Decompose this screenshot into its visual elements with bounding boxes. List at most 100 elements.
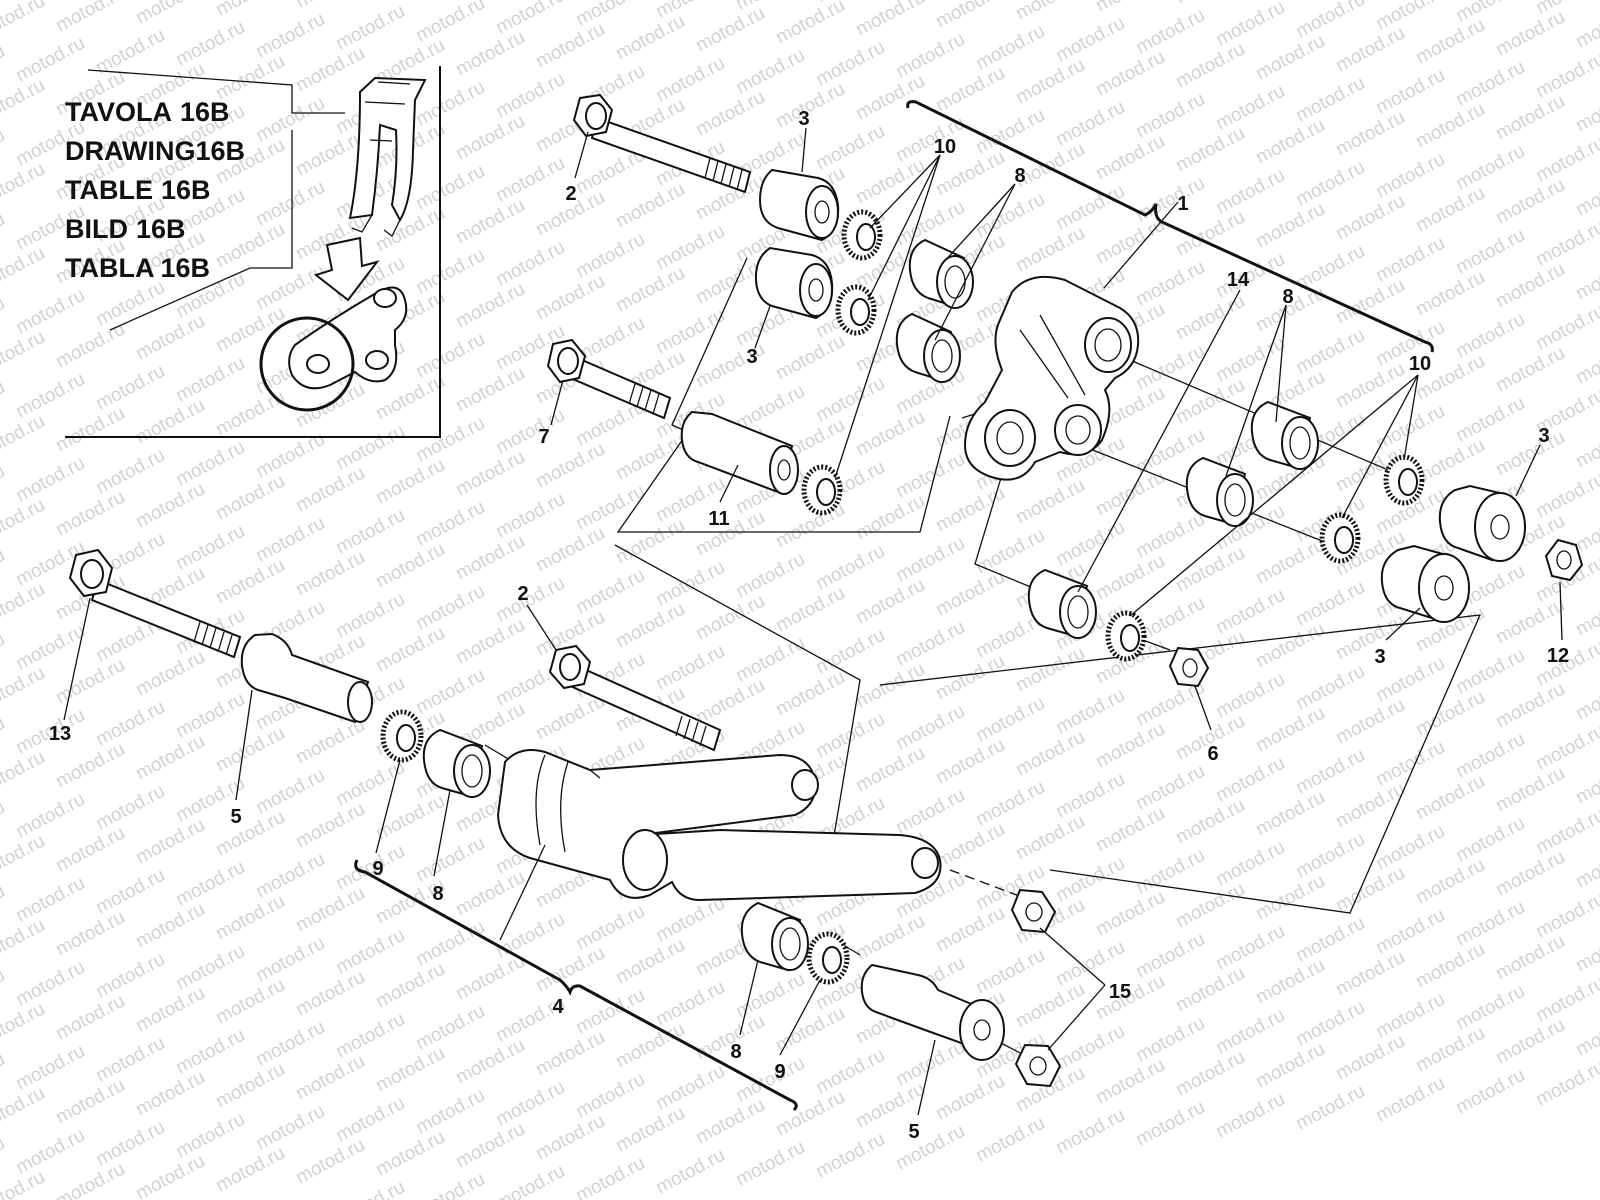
watermark-text: motod.ru: [1292, 829, 1368, 883]
title-line-2: DRAWING16B: [65, 136, 245, 166]
watermark-text: motod.ru: [132, 479, 208, 533]
watermark-text: motod.ru: [932, 819, 1008, 873]
bushing-8-lower-right: [740, 901, 809, 972]
watermark-text: motod.ru: [12, 1041, 88, 1095]
watermark-text: motod.ru: [892, 1121, 968, 1175]
watermark-text: motod.ru: [652, 305, 728, 359]
watermark-text: motod.ru: [0, 1049, 9, 1103]
watermark-text: motod.ru: [132, 647, 208, 701]
watermark-text: motod.ru: [532, 1111, 608, 1165]
watermark-text: motod.ru: [1372, 0, 1448, 34]
callout-15: 15: [1109, 981, 1131, 1003]
watermark-text: motod.ru: [1052, 517, 1128, 571]
callout-14: 14: [1227, 269, 1250, 291]
watermark-text: motod.ru: [1052, 1105, 1128, 1159]
watermark-text: motod.ru: [172, 17, 248, 71]
watermark-text: motod.ru: [0, 1133, 9, 1187]
watermark-text: motod.ru: [12, 957, 88, 1011]
watermark-text: motod.ru: [492, 1077, 568, 1131]
callout-3: 3: [746, 346, 757, 368]
watermark-text: motod.ru: [412, 581, 488, 635]
watermark-text: motod.ru: [92, 865, 168, 919]
bushing-8-c: [1250, 400, 1319, 470]
watermark-text: motod.ru: [1092, 131, 1168, 185]
watermark-text: motod.ru: [0, 881, 9, 935]
watermark-text: motod.ru: [332, 925, 408, 979]
watermark-text: motod.ru: [452, 867, 528, 921]
watermark-text: motod.ru: [532, 523, 608, 577]
callout-8: 8: [730, 1041, 741, 1063]
watermark-text: motod.ru: [1132, 1097, 1208, 1151]
callout-8: 8: [1014, 165, 1025, 187]
watermark-text: motod.ru: [1212, 1005, 1288, 1059]
watermark-text: motod.ru: [0, 579, 49, 633]
watermark-text: motod.ru: [12, 369, 88, 423]
watermark-text: motod.ru: [1172, 291, 1248, 345]
callout-3: 3: [1538, 425, 1549, 447]
watermark-text: motod.ru: [972, 105, 1048, 159]
watermark-text: motod.ru: [252, 933, 328, 987]
watermark-text: motod.ru: [1452, 57, 1528, 111]
down-arrow-icon: [313, 236, 380, 302]
watermark-text: motod.ru: [332, 1177, 408, 1200]
callout-3: 3: [1374, 646, 1385, 668]
watermark-text: motod.ru: [1252, 619, 1328, 673]
watermark-text: motod.ru: [972, 777, 1048, 831]
seal-9-right: [806, 931, 850, 985]
callout-3: 3: [798, 108, 809, 130]
watermark-text: motod.ru: [692, 591, 768, 645]
callout-9: 9: [774, 1061, 785, 1083]
watermark-text: motod.ru: [1212, 165, 1288, 219]
watermark-text: motod.ru: [1212, 585, 1288, 639]
watermark-text: motod.ru: [812, 1045, 888, 1099]
watermark-text: motod.ru: [372, 0, 448, 4]
watermark-text: motod.ru: [972, 693, 1048, 747]
watermark-text: motod.ru: [332, 1009, 408, 1063]
inset-leader-bottom: [109, 130, 293, 331]
watermark-text: motod.ru: [1452, 393, 1528, 447]
watermark-text: motod.ru: [292, 43, 368, 97]
watermark-text: motod.ru: [0, 915, 49, 969]
watermark-text: motod.ru: [1452, 141, 1528, 195]
watermark-text: motod.ru: [892, 617, 968, 671]
watermark-text: motod.ru: [652, 53, 728, 107]
watermark-text: motod.ru: [372, 959, 448, 1013]
watermark-text: motod.ru: [652, 221, 728, 275]
watermark-text: motod.ru: [0, 75, 49, 129]
watermark-text: motod.ru: [492, 909, 568, 963]
watermark-text: motod.ru: [812, 37, 888, 91]
watermark-text: motod.ru: [852, 491, 928, 545]
watermark-text: motod.ru: [372, 623, 448, 677]
watermark-text: motod.ru: [92, 697, 168, 751]
watermark-text: motod.ru: [1412, 939, 1488, 993]
watermark-text: motod.ru: [452, 1119, 528, 1173]
watermark-text: motod.ru: [1252, 115, 1328, 169]
watermark-text: motod.ru: [212, 1059, 288, 1113]
watermark-text: motod.ru: [452, 447, 528, 501]
watermark-text: motod.ru: [1492, 427, 1568, 481]
watermark-text: motod.ru: [932, 735, 1008, 789]
watermark-text: motod.ru: [1412, 267, 1488, 321]
watermark-text: motod.ru: [1092, 0, 1168, 16]
watermark-text: motod.ru: [412, 1085, 488, 1139]
watermark-text: motod.ru: [1332, 947, 1408, 1001]
watermark-text: motod.ru: [1212, 81, 1288, 135]
watermark-text: motod.ru: [1332, 23, 1408, 77]
watermark-text: motod.ru: [1572, 419, 1600, 473]
watermark-text: motod.ru: [1252, 31, 1328, 85]
watermark-text: motod.ru: [52, 1075, 128, 1129]
watermark-text: motod.ru: [812, 1129, 888, 1183]
watermark-text: motod.ru: [1412, 183, 1488, 237]
watermark-text: motod.ru: [1532, 721, 1600, 775]
watermark-text: motod.ru: [972, 1113, 1048, 1167]
watermark-text: motod.ru: [1492, 259, 1568, 313]
bolt-7: [546, 338, 672, 420]
watermark-text: motod.ru: [1252, 535, 1328, 589]
watermark-text: motod.ru: [1092, 47, 1168, 101]
watermark-text: motod.ru: [732, 1053, 808, 1107]
watermark-text: motod.ru: [452, 27, 528, 81]
watermark-text: motod.ru: [732, 45, 808, 99]
watermark-text: motod.ru: [492, 69, 568, 123]
nut-15-lower: [1014, 1043, 1062, 1088]
